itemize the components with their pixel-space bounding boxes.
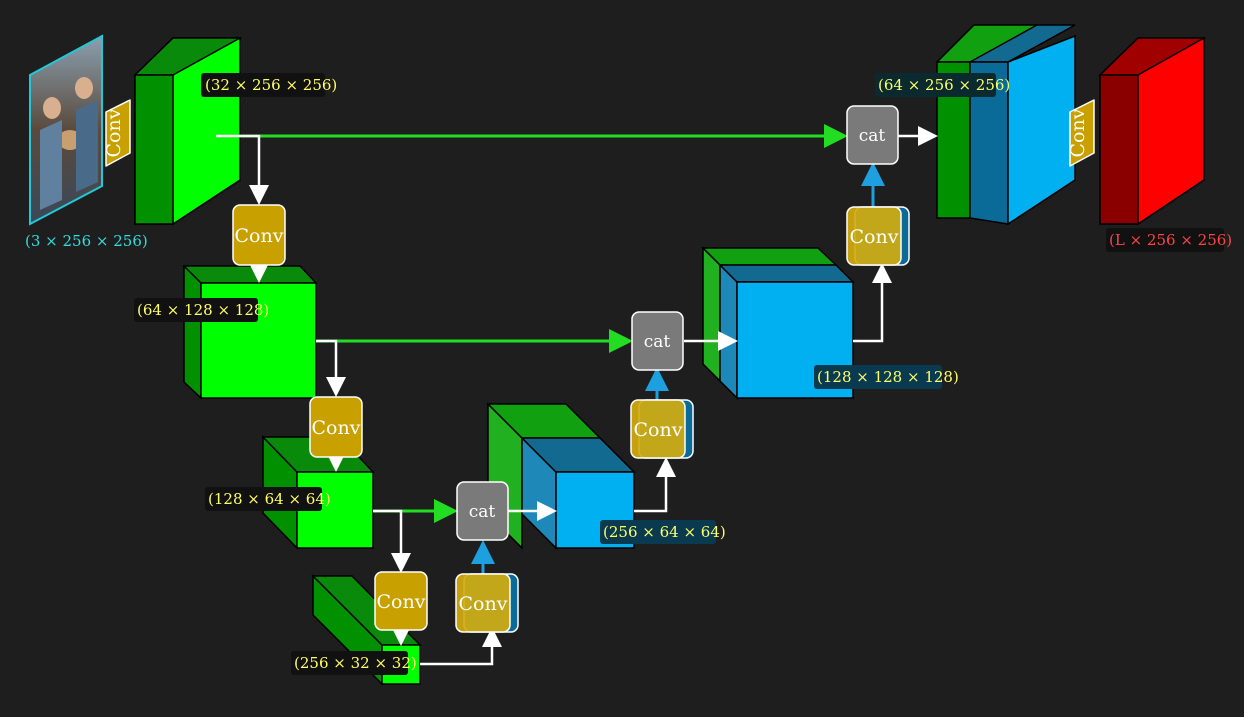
dec1-label-bg: [875, 73, 996, 97]
enc2-shape-label: (64 × 128 × 128): [137, 301, 269, 319]
decoder-block-1: [935, 24, 1076, 226]
svg-text:Conv: Conv: [634, 419, 683, 441]
output-block: [1098, 36, 1206, 226]
cat-block-3: cat: [456, 481, 509, 541]
conv-block-down-1: Conv: [232, 204, 286, 266]
dec2-shape-label: (128 × 128 × 128): [817, 368, 959, 386]
svg-text:Conv: Conv: [1067, 108, 1089, 157]
svg-text:Conv: Conv: [103, 108, 125, 157]
input-shape-label: (3 × 256 × 256): [25, 232, 148, 250]
down-arrow-2: [316, 339, 346, 397]
enc3-shape-label: (128 × 64 × 64): [208, 490, 331, 508]
svg-text:Conv: Conv: [312, 417, 361, 439]
dec2-label-bg: [814, 365, 942, 389]
dec3-label-bg: [600, 520, 716, 544]
conv-block-input: Conv: [103, 99, 131, 167]
input-image: [29, 34, 103, 226]
svg-text:Conv: Conv: [235, 225, 284, 247]
enc4-label-bg: [291, 651, 408, 675]
up-arrow-dec3: [634, 457, 676, 513]
enc1-shape-label: (32 × 256 × 256): [205, 76, 337, 94]
encoder-block-1: [133, 36, 242, 226]
cat-block-2: cat: [631, 311, 684, 371]
dec1-shape-label: (64 × 256 × 256): [878, 76, 1010, 94]
enc4-shape-label: (256 × 32 × 32): [294, 654, 417, 672]
svg-text:cat: cat: [859, 126, 886, 146]
decoder-block-2: [701, 246, 855, 400]
upconv-block-1: Conv: [846, 206, 910, 266]
enc3-label-bg: [205, 487, 322, 511]
output-shape-label: (L × 256 × 256): [1109, 231, 1232, 249]
up-arrow-bottleneck: [420, 627, 502, 666]
enc2-label-bg: [134, 298, 258, 322]
up-arrow-dec2: [853, 263, 892, 343]
conv-block-output: Conv: [1067, 99, 1095, 167]
upconv-block-3: Conv: [455, 573, 519, 633]
down-arrow-3: [373, 509, 411, 573]
conv-block-down-2: Conv: [309, 396, 363, 458]
svg-text:Conv: Conv: [850, 226, 899, 248]
enc1-label-bg: [201, 73, 325, 97]
down-arrow-1: [216, 134, 269, 205]
svg-text:cat: cat: [644, 332, 671, 352]
cat-block-1: cat: [846, 105, 899, 165]
output-label-bg: [1106, 228, 1224, 252]
svg-text:Conv: Conv: [459, 593, 508, 615]
svg-text:cat: cat: [469, 502, 496, 522]
dec3-shape-label: (256 × 64 × 64): [603, 523, 726, 541]
svg-text:Conv: Conv: [377, 591, 426, 613]
encoder-block-2: [182, 265, 318, 400]
upconv-block-2: Conv: [630, 399, 694, 459]
conv-block-down-3: Conv: [374, 571, 428, 631]
